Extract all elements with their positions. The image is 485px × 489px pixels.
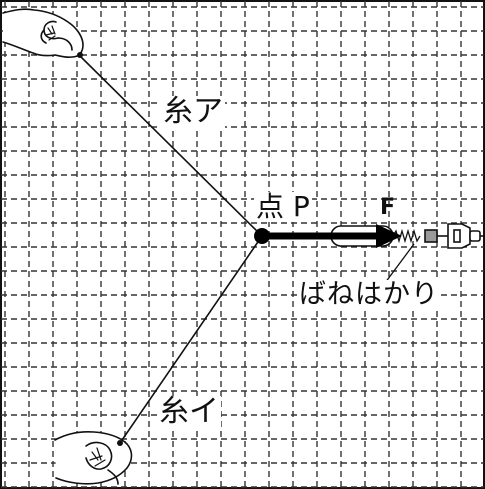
label-force-f: F [380,195,396,220]
scale-leader-line [384,243,415,284]
label-point-p: 点 P [254,190,312,223]
hand-holding-thread-icon [54,431,133,485]
label-thread-i: 糸イ [157,394,221,429]
thread-i [119,235,263,444]
label-spring-scale: ばねはかり [297,279,441,310]
thread-a [78,54,263,237]
force-arrow-f [262,224,402,248]
point-p-dot [254,228,270,244]
label-thread-a: 糸ア [161,94,225,129]
hand-holding-thread-icon [2,8,84,59]
